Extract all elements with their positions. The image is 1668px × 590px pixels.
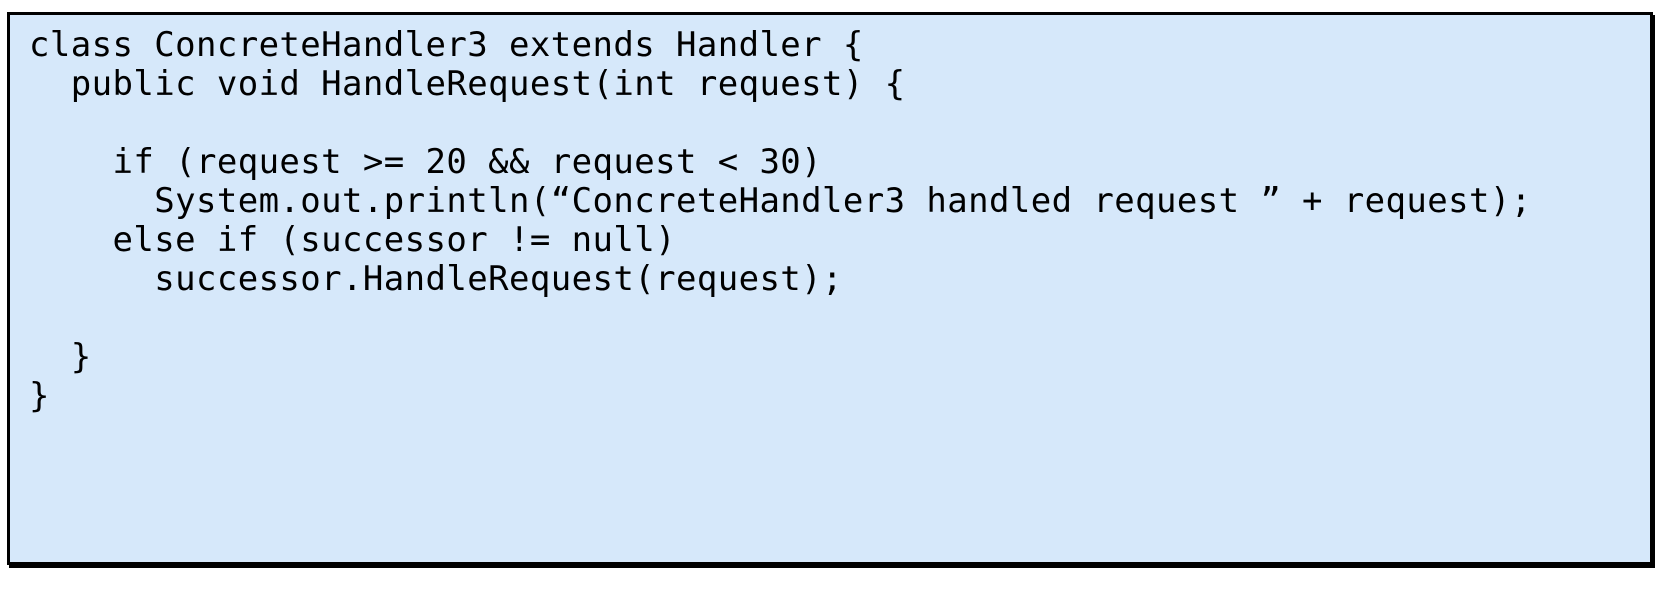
code-listing: class ConcreteHandler3 extends Handler {… xyxy=(29,26,1650,416)
code-snippet-box: class ConcreteHandler3 extends Handler {… xyxy=(7,12,1653,565)
code-line-blank xyxy=(29,299,1650,338)
code-line-method-declaration: public void HandleRequest(int request) { xyxy=(29,64,906,104)
code-line-method-close-brace: } xyxy=(29,337,92,377)
code-line-class-close-brace: } xyxy=(29,376,50,416)
code-line-println: System.out.println(“ConcreteHandler3 han… xyxy=(29,181,1532,221)
code-line-blank xyxy=(29,104,1650,143)
code-line-class-declaration: class ConcreteHandler3 extends Handler { xyxy=(29,25,864,65)
code-line-else-if: else if (successor != null) xyxy=(29,220,676,260)
code-line-if-condition: if (request >= 20 && request < 30) xyxy=(29,142,823,182)
code-line-successor-call: successor.HandleRequest(request); xyxy=(29,259,843,299)
